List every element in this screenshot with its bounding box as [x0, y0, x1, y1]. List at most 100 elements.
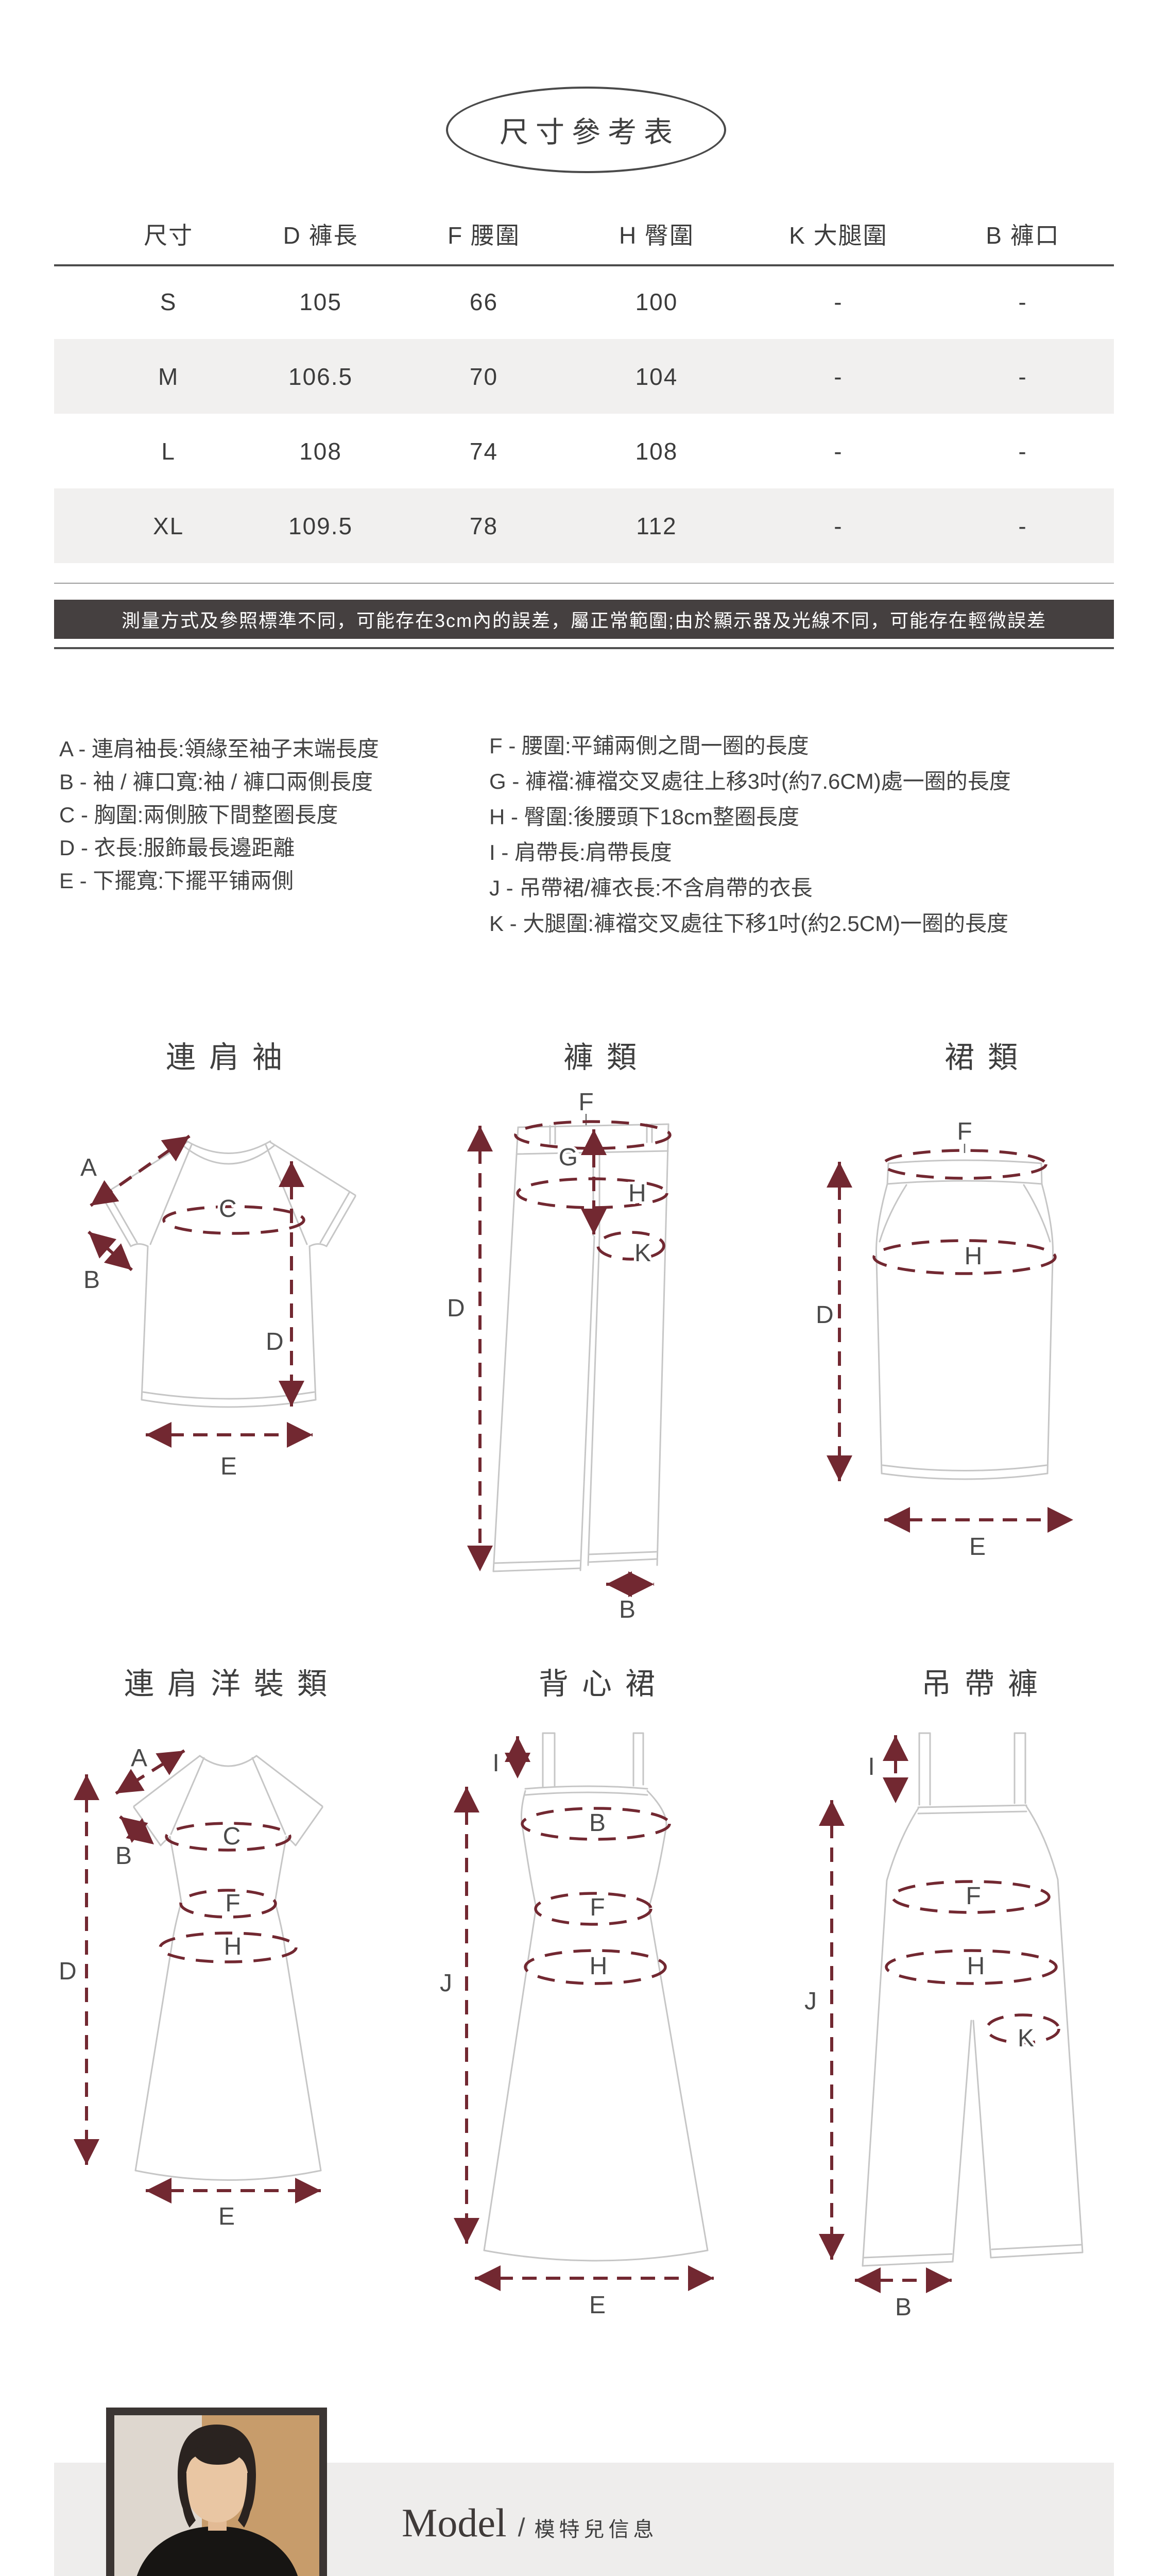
- table-row-xl: XL 109.5 78 112 - -: [54, 488, 1114, 563]
- cell-value: 66: [469, 288, 499, 315]
- cell-value: 70: [469, 363, 499, 390]
- disclaimer-banner: 測量方式及參照標準不同，可能存在3cm內的誤差，屬正常範圍;由於顯示器及光線不同…: [54, 600, 1114, 639]
- cell-value: 108: [299, 437, 342, 465]
- garment-outline: [133, 1755, 323, 2181]
- diagram-title-pants: 褲類: [563, 1041, 650, 1074]
- measure-ellipse-f: [891, 1880, 1051, 1914]
- diagram-title-vest-dress: 背心裙: [538, 1667, 669, 1701]
- measure-ellipse-h: [885, 1949, 1058, 1985]
- cell-size: M: [158, 363, 179, 390]
- diagram-vest-dress: I B F H J E: [437, 1732, 714, 2321]
- measure-ellipse-c: [165, 1822, 291, 1852]
- measure-label-e: E: [589, 2292, 606, 2319]
- model-heading-en: Model: [402, 2500, 507, 2545]
- measure-label-e: E: [220, 1453, 237, 1480]
- cell-value: 78: [469, 512, 499, 539]
- table-header-waist: F 腰圍: [448, 222, 520, 249]
- garment-outline: [483, 1732, 709, 2262]
- measure-label-c: C: [223, 1823, 241, 1850]
- measure-label-b: B: [619, 1596, 635, 1623]
- legend-item-d: D - 衣長:服飾最長邊距離: [59, 835, 295, 860]
- measure-label-h: H: [965, 1243, 983, 1270]
- model-heading: Model / 模特兒信息: [402, 2500, 658, 2546]
- measurements: F G H K D B: [444, 1086, 672, 1626]
- measure-ellipse-h: [516, 1177, 668, 1209]
- section-divider-rule: [54, 647, 1114, 649]
- measure-label-e: E: [218, 2203, 235, 2230]
- measure-ellipse-f: [534, 1892, 652, 1926]
- measure-label-a: A: [80, 1154, 97, 1181]
- diagram-skirt: F H D E: [813, 1115, 1073, 1563]
- measure-ellipse-h: [524, 1949, 667, 1985]
- legend-item-j: J - 吊帶裙/褲衣長:不含肩帶的衣長: [489, 876, 813, 900]
- legend-item-f: F - 腰圍:平鋪兩側之間一圈的長度: [489, 734, 809, 758]
- page-title: 尺寸參考表: [500, 115, 680, 148]
- cell-size: S: [160, 288, 177, 315]
- hair-side-right: [238, 2472, 252, 2528]
- bangs: [192, 2444, 243, 2465]
- measure-ellipse-b: [521, 1807, 671, 1841]
- cell-value: 108: [635, 437, 678, 465]
- measure-ellipse-f: [514, 1120, 672, 1150]
- legend-item-h: H - 臀圍:後腰頭下18cm整圈長度: [489, 805, 800, 829]
- table-row-s: S 105 66 100 - -: [54, 264, 1114, 339]
- cell-value: 100: [635, 288, 678, 315]
- diagram-title-raglan-dress: 連肩洋裝類: [124, 1667, 341, 1701]
- cell-value: -: [1018, 363, 1027, 390]
- table-header-hem: B 褲口: [986, 222, 1060, 249]
- diagram-raglan-tee: A B C D E: [78, 1134, 356, 1483]
- measurements: I F H K J B: [802, 1735, 1060, 2324]
- model-photo-frame: @蹦蹦: [106, 2408, 327, 2576]
- measure-label-j: J: [440, 1970, 452, 1997]
- legend-item-e: E - 下擺寬:下擺平铺兩側: [59, 868, 294, 893]
- hair: [177, 2425, 256, 2516]
- measure-label-a: A: [131, 1744, 147, 1772]
- hair-side-left: [181, 2472, 196, 2528]
- measure-label-d: D: [266, 1328, 284, 1355]
- measure-label-f: F: [957, 1118, 972, 1145]
- measure-label-b: B: [115, 1842, 132, 1870]
- measure-label-h: H: [590, 1953, 608, 1980]
- cell-value: 105: [299, 288, 342, 315]
- cell-value: 106.5: [288, 363, 353, 390]
- table-header-size: 尺寸: [144, 222, 194, 249]
- diagram-title-skirt: 裙類: [944, 1041, 1032, 1074]
- table-row-l: L 108 74 108 - -: [54, 414, 1114, 488]
- cell-size: XL: [153, 512, 184, 539]
- cell-value: 104: [635, 363, 678, 390]
- diagram-title-overalls: 吊帶褲: [921, 1667, 1052, 1701]
- garment-outline: [101, 1140, 356, 1408]
- measure-label-k: K: [1018, 2025, 1034, 2052]
- measure-label-h: H: [628, 1180, 646, 1207]
- measure-label-b: B: [895, 2294, 912, 2321]
- measure-line-a: [90, 1134, 191, 1207]
- diagram-pants: F G H K D B: [444, 1086, 672, 1626]
- measure-label-f: F: [590, 1894, 605, 1921]
- table-header-hip: H 臀圍: [619, 222, 694, 249]
- table-header-thigh: K 大腿圍: [789, 222, 888, 249]
- measure-label-i: I: [868, 1753, 874, 1781]
- measure-label-g: G: [559, 1144, 578, 1171]
- measurements: A B C D E: [78, 1134, 313, 1483]
- legend-item-a: A - 連肩袖長:領緣至袖子末端長度: [59, 736, 379, 761]
- model-portrait-illustration: [114, 2415, 319, 2576]
- cell-value: -: [1018, 512, 1027, 539]
- table-bottom-rule: [54, 583, 1114, 584]
- cell-value: 112: [636, 512, 677, 539]
- measure-label-d: D: [816, 1301, 834, 1329]
- sweater: [136, 2526, 298, 2576]
- table-row-m: M 106.5 70 104 - -: [54, 339, 1114, 414]
- measure-ellipse-k: [985, 2013, 1060, 2044]
- measure-label-j: J: [804, 1988, 817, 2015]
- table-header-row: 尺寸 D 褲長 F 腰圍 H 臀圍 K 大腿圍 B 褲口: [54, 204, 1114, 264]
- diagram-title-raglan-tee: 連肩袖: [165, 1041, 296, 1074]
- cell-value: -: [1018, 288, 1027, 315]
- cell-value: -: [834, 437, 843, 465]
- measure-line-b: [88, 1230, 133, 1272]
- garment-outline: [875, 1159, 1054, 1480]
- measure-label-d: D: [447, 1295, 465, 1322]
- cell-value: -: [834, 363, 843, 390]
- legend-item-g: G - 褲襠:褲襠交叉處往上移3吋(約7.6CM)處一圈的長度: [489, 769, 1011, 793]
- measure-ellipse-h: [159, 1931, 298, 1963]
